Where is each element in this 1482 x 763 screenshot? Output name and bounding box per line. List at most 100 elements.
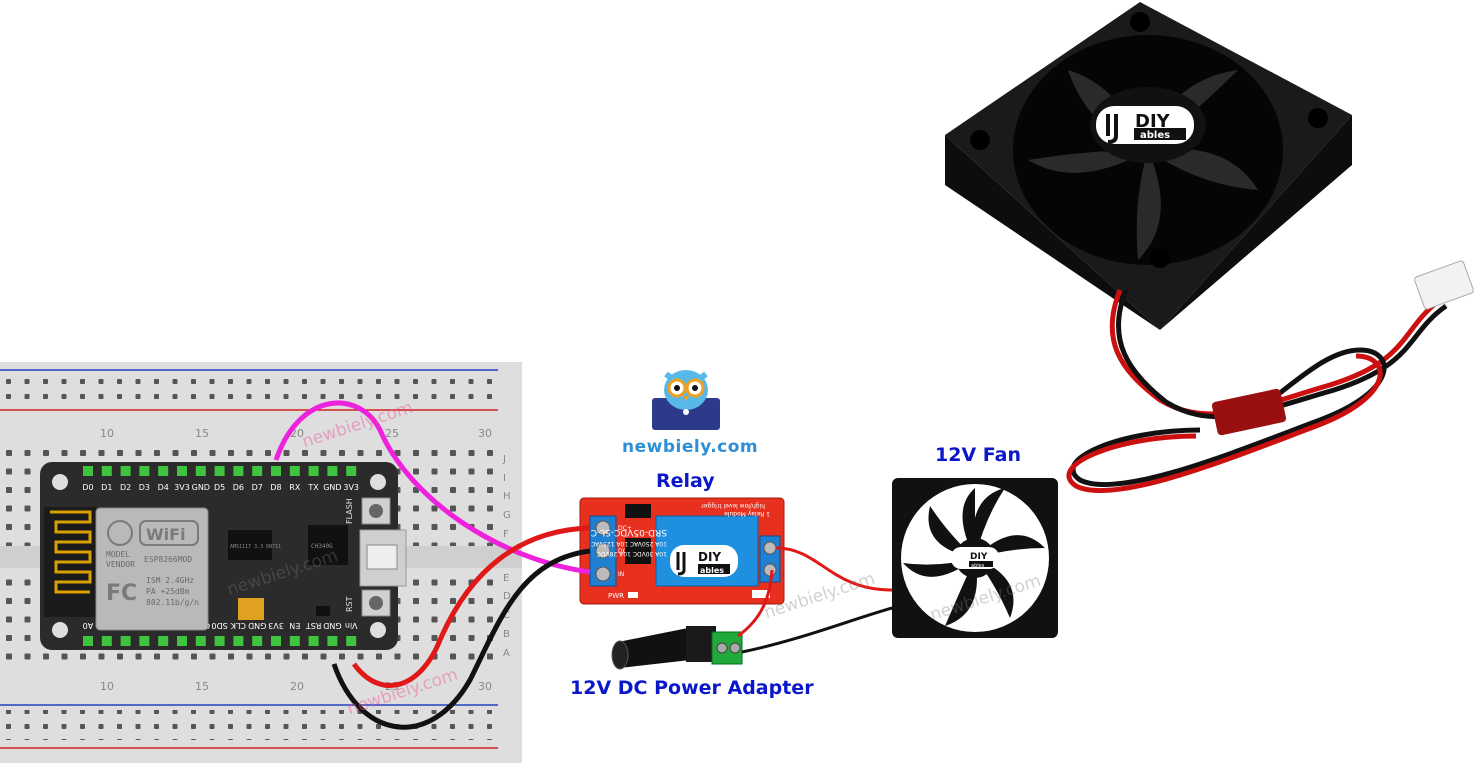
bb-col-10: 10 (100, 427, 114, 440)
esp-bottom-pin-label: GND (323, 621, 341, 630)
fc-mark: FC (106, 581, 137, 606)
bb-row-h: H (503, 491, 511, 502)
esp-top-pin-8 (233, 466, 244, 476)
bb-col-10-bottom: 10 (100, 680, 114, 693)
esp-bottom-pin-label: RST (306, 621, 322, 630)
esp-vendor-label: VENDOR (106, 560, 135, 569)
esp-top-pin-label: D4 (158, 483, 169, 492)
bb-col-25: 25 (385, 427, 399, 440)
esp-top-pin-label: 3V3 (174, 483, 190, 492)
esp-bottom-pin-11 (289, 636, 300, 646)
esp-module-line-2: ISM 2.4GHz (146, 576, 194, 585)
esp-top-pin-label: D2 (120, 483, 131, 492)
esp-bottom-pin-label: SD0 (211, 621, 227, 630)
esp-bottom-pin-10 (271, 636, 281, 646)
wire-fan-red (775, 546, 893, 592)
esp-top-pin-5 (177, 466, 187, 476)
esp-top-pin-9 (252, 466, 263, 476)
esp-bottom-pin-9 (252, 636, 263, 646)
esp-bottom-pin-0 (83, 636, 93, 646)
esp-bottom-pin-4 (158, 636, 169, 646)
bb-row-i: I (503, 473, 506, 484)
relay-label: Relay (656, 470, 715, 492)
fan-photo-ables-text: ables (1140, 130, 1170, 141)
rst-label: RST (345, 596, 354, 612)
relay-pin-dcminus: DC- (618, 548, 629, 555)
esp-top-pin-label: D1 (101, 483, 112, 492)
brand-name: newbiely.com (622, 437, 759, 457)
flash-label: FLASH (345, 498, 354, 524)
relay-ables-text: ables (700, 566, 724, 575)
esp-bottom-pin-7 (214, 636, 225, 646)
esp-top-pin-label: D7 (252, 483, 263, 492)
relay-pwr-label: PWR (608, 592, 624, 600)
esp-top-pin-6 (195, 466, 206, 476)
bb-col-30-bottom: 30 (478, 680, 492, 693)
esp-bottom-pin-label: Vin (345, 621, 358, 630)
esp-top-pin-0 (83, 466, 93, 476)
bb-col-15-bottom: 15 (195, 680, 209, 693)
esp-top-pin-1 (101, 466, 112, 476)
esp-top-pin-label: TX (307, 483, 319, 492)
esp-bottom-pin-5 (177, 636, 187, 646)
esp-top-pin-label: 3V3 (343, 483, 359, 492)
relay-module: DC+ DC- IN SRD-05VDC-SL-C 10A 250VAC 10A… (579, 497, 785, 605)
bb-row-e: E (503, 573, 509, 584)
esp-bottom-pin-13 (327, 636, 338, 646)
regulator-chip-label: AMS1117 3.3 DN711 (230, 544, 281, 550)
bb-row-j: J (502, 454, 506, 465)
esp-module-line-3: PA +25dBm (146, 587, 190, 596)
fan-photo-diy-logo: DIY ables (1096, 106, 1194, 144)
relay-diy-logo: DIY ables (670, 545, 738, 577)
fan-diy-text: DIY (970, 552, 988, 562)
esp-top-pin-label: D5 (214, 483, 225, 492)
fan-ables-text: ables (971, 563, 985, 569)
esp-bottom-pin-8 (233, 636, 244, 646)
esp-top-pin-13 (327, 466, 338, 476)
fan-label: 12V Fan (935, 444, 1021, 466)
flash-button[interactable] (361, 497, 391, 525)
bb-row-d: D (503, 591, 511, 602)
bb-row-g: G (503, 510, 511, 521)
wire-adapter-red (737, 569, 774, 638)
rst-button[interactable] (361, 589, 391, 617)
esp-bottom-pin-3 (139, 636, 150, 646)
esp-bottom-pin-12 (308, 636, 319, 646)
bb-col-30: 30 (478, 427, 492, 440)
esp-model-label: MODEL (106, 550, 130, 559)
esp-bottom-pin-2 (120, 636, 131, 646)
wires (273, 400, 893, 730)
esp-top-pin-label: GND (192, 483, 210, 492)
owl-mascot-icon (652, 370, 720, 430)
wifi-logo: WiFi (107, 520, 199, 546)
bb-col-20-bottom: 20 (290, 680, 304, 693)
esp-bottom-pin-6 (195, 636, 206, 646)
bb-row-f: F (503, 529, 509, 540)
esp-bottom-pin-label: 3V3 (268, 621, 284, 630)
relay-rating-1: 10A 250VAC 10A 125VAC (591, 540, 667, 547)
esp-top-pin-3 (139, 466, 150, 476)
esp-bottom-pin-label: EN (289, 621, 300, 630)
bb-row-b: B (503, 629, 510, 640)
esp-top-pin-label: D6 (233, 483, 244, 492)
esp-bottom-pin-label: CLK (230, 621, 246, 630)
esp-top-pin-11 (289, 466, 300, 476)
esp-bottom-pin-label: A0 (83, 621, 94, 630)
relay-pin-in: IN (618, 571, 624, 578)
relay-part-number: SRD-05VDC-SL-C (591, 527, 667, 537)
relay-module-title: 1 Relay Module (724, 510, 770, 517)
relay-rating-2: 10A 30VDC 10A 28VDC (597, 550, 667, 557)
fan-diy-logo: DIY ables (951, 547, 999, 569)
power-adapter-label: 12V DC Power Adapter (570, 677, 814, 699)
esp-top-pin-7 (214, 466, 225, 476)
esp-bottom-pin-label: GND (248, 621, 266, 630)
esp-module-line-4: 802.11b/g/n (146, 598, 199, 607)
wire-vcc (351, 525, 591, 688)
wire-gnd (331, 548, 591, 730)
bb-row-a: A (503, 648, 510, 659)
esp-top-pin-4 (158, 466, 169, 476)
esp-top-pin-label: RX (289, 483, 301, 492)
usb-chip-label: CH340G (311, 543, 333, 550)
